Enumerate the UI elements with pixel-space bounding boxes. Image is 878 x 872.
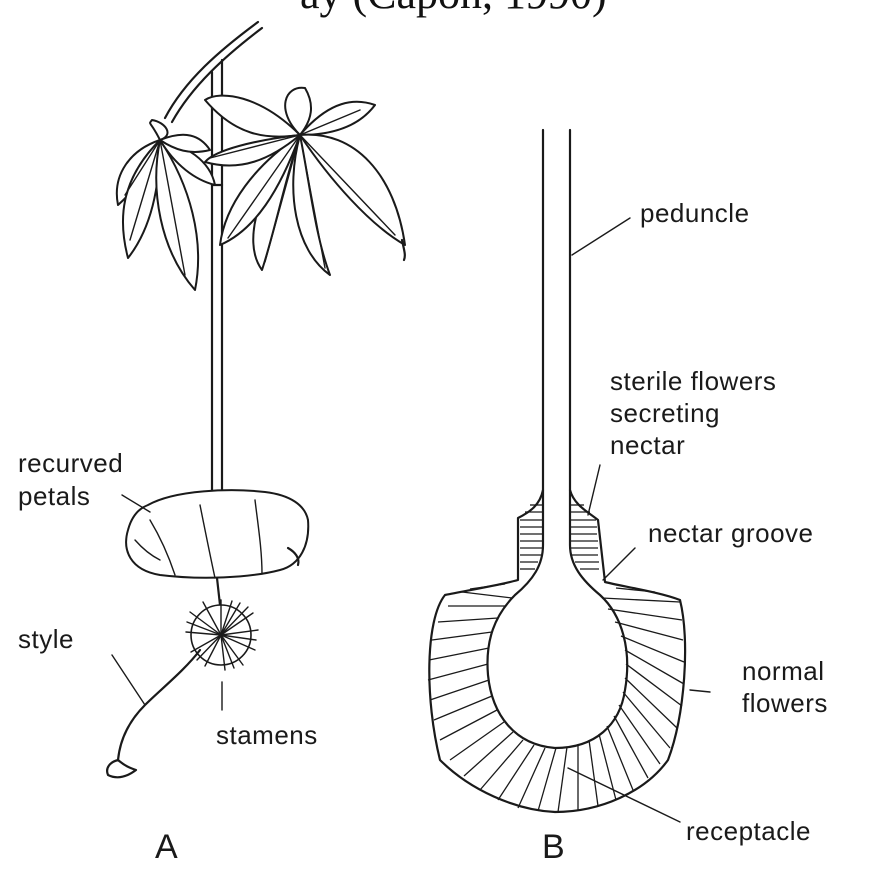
sterile-flowers-hatch [520,505,599,569]
receptacle-cavity [487,490,627,748]
panel-letter-b: B [542,828,565,866]
label-normal-flowers-line2: flowers [742,688,828,718]
label-style: style [18,624,74,654]
label-recurved-petals-line1: recurved [18,448,123,478]
recurved-petals-shape [126,490,308,578]
stem-lower [217,578,220,605]
label-sterile-flowers-line1: sterile flowers [610,366,776,396]
label-sterile-flowers-line2: secreting [610,398,720,428]
header-fragment: ay (Capon, 1990) [300,0,607,19]
leaf-cluster-right [205,88,405,275]
panel-letter-a: A [155,828,178,866]
label-nectar-groove: nectar groove [648,518,813,548]
panel-b: peduncle sterile flowers secreting necta… [428,130,828,866]
label-recurved-petals-line2: petals [18,481,90,511]
label-receptacle: receptacle [686,816,811,846]
label-sterile-flowers-line3: nectar [610,430,685,460]
stalk [212,185,222,505]
label-normal-flowers-line1: normal [742,656,824,686]
label-peduncle: peduncle [640,198,750,228]
peduncle-shape [429,130,685,812]
stamens-ball [186,600,258,670]
label-stamens: stamens [216,720,318,750]
panel-a: recurved petals style stamens A [18,22,405,866]
leaf-cluster-left [117,120,215,290]
normal-flowers-hatch [428,584,684,812]
